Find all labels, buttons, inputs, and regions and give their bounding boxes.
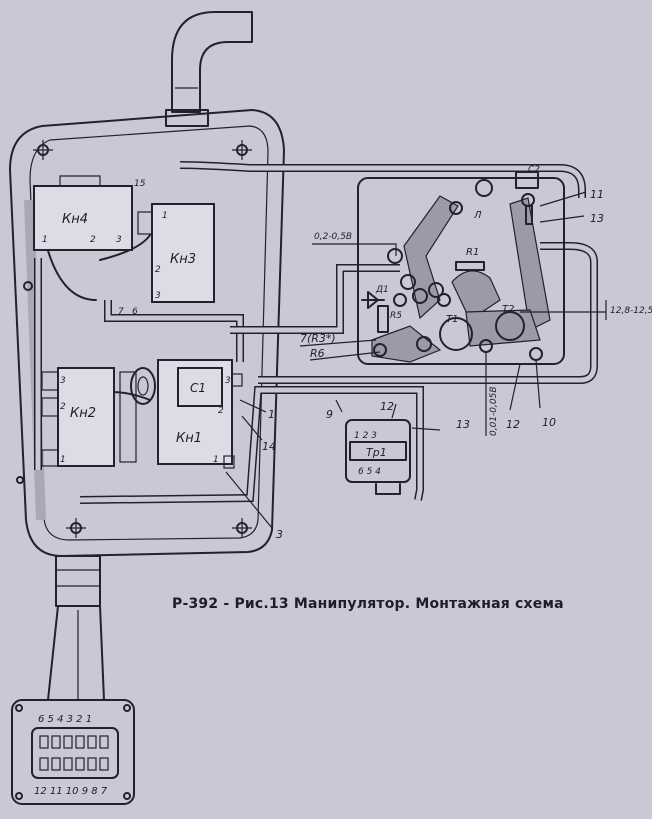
kn2-pin: 2 <box>60 402 66 412</box>
t1-label: Т1 <box>446 314 458 325</box>
transformer-tr1: Тр1 1 2 3 6 5 4 <box>345 419 411 495</box>
kn3-label: Кн3 <box>170 252 196 267</box>
mounting-holes <box>16 140 252 538</box>
voltage-label: 0,2-0,5В <box>314 232 352 242</box>
kn3-pin: 6 <box>132 307 138 317</box>
lamp-label: Л <box>473 210 482 221</box>
callout-number: 13 <box>590 212 604 225</box>
connector-bottom-numbers: 12 11 10 9 8 7 <box>34 786 108 797</box>
kn4-label: Кн4 <box>62 212 88 227</box>
r1-label: R1 <box>466 247 479 258</box>
screw-hole <box>16 476 24 484</box>
voltage-label: 12,8-12,5 <box>610 306 652 316</box>
r3-label: 7(R3*) <box>300 332 336 345</box>
callout-number: 10 <box>542 416 556 429</box>
switch-kn2: Кн2 3 2 1 <box>41 367 137 467</box>
switch-kn1: С1 Кн1 3 2 1 <box>157 359 243 469</box>
callout-number: 9 <box>326 408 333 421</box>
top-cable-pipe <box>165 11 253 127</box>
kn4-pin: 1 <box>42 235 48 245</box>
callout-number: 12 <box>506 418 520 431</box>
screw-hole <box>66 518 86 538</box>
cable-harness <box>34 161 598 504</box>
c2-label: С2 <box>528 165 540 175</box>
voltage-label: 0,01-0,05В <box>489 387 499 437</box>
board-callouts: 7(R3*) R6 0,2-0,5В 12,8-12,5 0,01-0,05В <box>299 232 652 437</box>
kn3-pin: 2 <box>155 265 161 275</box>
kn1-label: Кн1 <box>176 431 202 446</box>
screw-hole <box>232 140 252 160</box>
numbered-callouts: 1 14 3 9 12 13 12 10 11 13 <box>225 188 604 541</box>
kn4-pin: 15 <box>134 179 146 189</box>
r5-label: R5 <box>390 311 402 321</box>
screw-hole <box>232 518 252 538</box>
lower-cable <box>47 555 105 701</box>
kn4-pin: 2 <box>90 235 96 245</box>
circuit-board: R1 R5 Т1 Т2 Д1 Л С2 <box>357 165 565 365</box>
switch-kn3: Кн3 1 2 3 7 6 <box>118 203 215 317</box>
oval-cutout <box>130 367 156 405</box>
kn1-pin: 3 <box>225 376 231 386</box>
tr1-pins: 1 2 3 <box>354 431 377 441</box>
tr1-label: Тр1 <box>366 446 387 459</box>
kn4-pin: 3 <box>116 235 122 245</box>
kn1-pin: 1 <box>213 455 219 465</box>
c1-label: С1 <box>190 381 206 395</box>
callout-number: 1 <box>268 408 275 421</box>
kn3-pin: 3 <box>155 291 161 301</box>
kn3-pin: 7 <box>118 307 124 317</box>
connector: 6 5 4 3 2 1 12 11 10 9 8 7 <box>11 699 135 805</box>
kn3-pin: 1 <box>162 211 168 221</box>
connector-pins <box>39 735 109 771</box>
kn2-pin: 3 <box>60 376 66 386</box>
callout-number: 12 <box>380 400 394 413</box>
connector-top-numbers: 6 5 4 3 2 1 <box>38 714 92 725</box>
tr1-pins: 6 5 4 <box>358 467 381 477</box>
callout-number: 14 <box>262 440 276 453</box>
d1-label: Д1 <box>375 285 389 295</box>
screw-hole <box>33 140 53 160</box>
callout-number: 3 <box>276 528 283 541</box>
figure-caption: Р-392 - Рис.13 Манипулятор. Монтажная сх… <box>172 596 564 612</box>
callout-number: 13 <box>456 418 470 431</box>
kn2-pin: 1 <box>60 455 66 465</box>
kn2-label: Кн2 <box>70 406 96 421</box>
r6-label: R6 <box>310 347 325 360</box>
callout-number: 11 <box>590 188 604 201</box>
kn1-pin: 2 <box>218 406 224 416</box>
screw-hole <box>23 281 33 291</box>
t2-label: Т2 <box>502 304 514 315</box>
switch-kn4: Кн4 1 2 3 15 <box>33 175 146 251</box>
